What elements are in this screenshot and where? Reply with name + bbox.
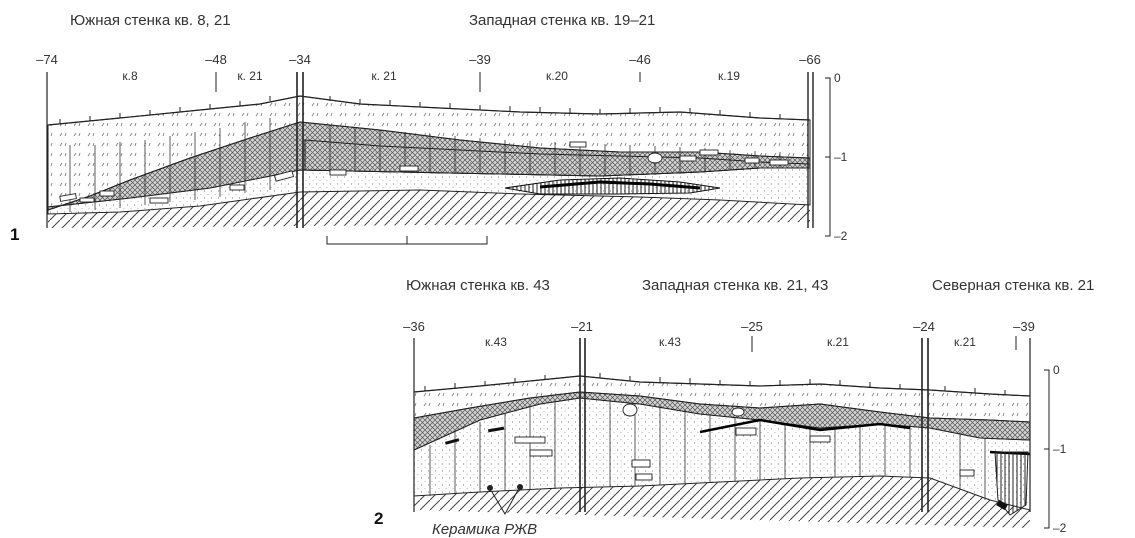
scale-bar [326,236,488,245]
depth-scale-label: –1 [1053,442,1067,456]
marker-label: –39 [1013,319,1035,334]
cultural-layer [304,139,811,177]
marker-label: –46 [629,52,651,67]
square-label: к.43 [485,335,507,349]
charcoal-line [539,180,701,190]
depth-scale [1044,369,1050,529]
ceramics-markers [487,484,523,516]
surface-line [47,95,811,126]
marker-label: –36 [403,319,425,334]
marker-label: –25 [741,319,763,334]
square-label: к.8 [122,69,138,83]
square-label: к.21 [954,335,976,349]
profile-2: Южная стенка кв. 43 Западная стенка кв. … [374,277,1094,538]
base-hatch [48,190,810,228]
section-lines [413,336,1031,512]
grass-marks [59,96,781,124]
depth-scale-label: 0 [834,71,841,85]
marker-label: –48 [205,52,227,67]
marker-label: –24 [913,319,935,334]
figure-number: 1 [10,225,19,244]
figure-number: 2 [374,509,383,528]
stones [59,141,789,204]
stones [514,403,975,481]
profile-2-title-north: Северная стенка кв. 21 [932,277,1094,294]
marker-label: –34 [289,52,311,67]
ceramics-caption: Керамика РЖВ [432,521,537,538]
square-label: к.21 [827,335,849,349]
marker-label: –21 [571,319,593,334]
square-label: к.19 [718,69,740,83]
profile-1-title-west: Западная стенка кв. 19–21 [469,12,655,29]
square-label: к. 21 [237,69,263,83]
charcoal-line [699,418,911,434]
section-lines [46,72,814,228]
profile-2-columns [429,400,986,500]
grass-marks [424,373,1006,395]
dark-fragments [444,426,1008,511]
square-label: к. 21 [371,69,397,83]
marker-label: –74 [36,52,58,67]
pit-fill [994,451,1029,516]
square-label: к.20 [546,69,568,83]
charcoal-lens [504,177,721,195]
surface-line [413,375,1031,397]
profile-1-title-south: Южная стенка кв. 8, 21 [70,12,231,29]
profile-2-title-south: Южная стенка кв. 43 [406,277,550,294]
depth-scale-label: –2 [834,229,848,243]
depth-scale [825,77,831,237]
base-hatch [414,476,1030,528]
marker-label: –39 [469,52,491,67]
profile-2-title-west: Западная стенка кв. 21, 43 [642,277,828,294]
profile-1: Южная стенка кв. 8, 21 Западная стенка к… [10,12,848,245]
marker-label: –66 [799,52,821,67]
depth-scale-label: 0 [1053,363,1060,377]
square-label: к.43 [659,335,681,349]
depth-scale-label: –1 [834,150,848,164]
depth-scale-label: –2 [1053,521,1067,535]
